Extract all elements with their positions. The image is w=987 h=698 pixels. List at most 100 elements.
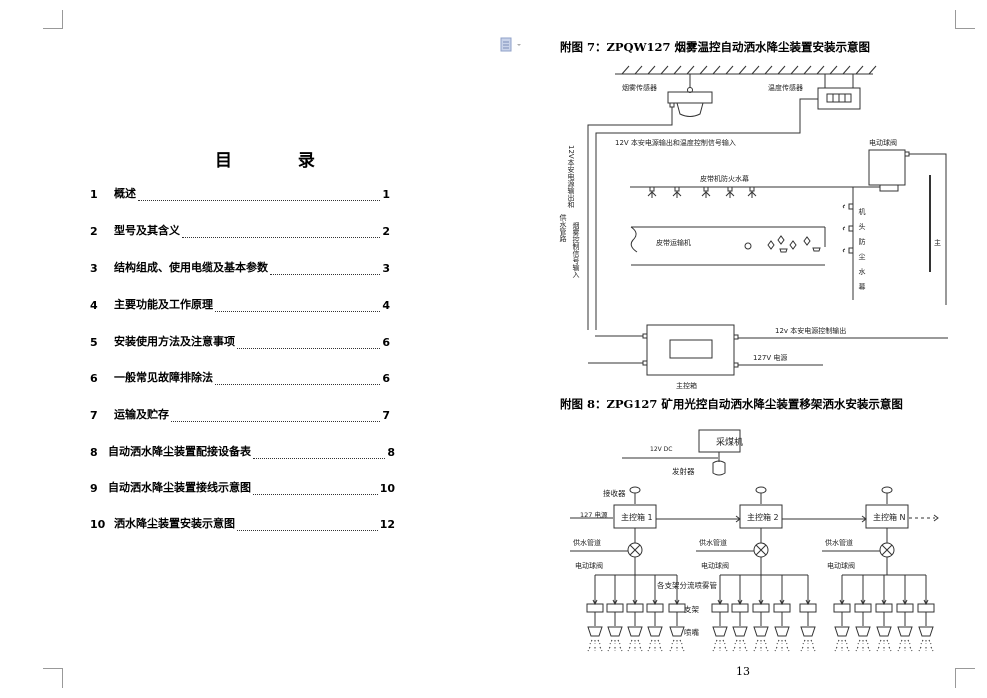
nozzle bbox=[674, 186, 680, 192]
figure8-labels: 采煤机 12V DC 发射器 接收器 127 电源 各支架分流喷雾管 支架 喷嘴 bbox=[580, 436, 743, 637]
main-control-box bbox=[646, 324, 735, 376]
toc-item[interactable]: 5 安装使用方法及注意事项 6 bbox=[90, 333, 390, 349]
toc-item-page: 8 bbox=[387, 446, 395, 459]
ball-valve-label: 电动球阀 bbox=[701, 561, 729, 570]
crop-mark bbox=[62, 10, 63, 29]
main-label: 主 bbox=[934, 238, 941, 247]
nozzle-icon bbox=[834, 626, 850, 637]
main-control-box-label: 主控箱 1 bbox=[621, 512, 653, 522]
head-curtain-label: 机头防尘水幕 bbox=[858, 207, 866, 298]
toc-item-number: 9 bbox=[90, 482, 98, 495]
transmitter bbox=[712, 460, 726, 476]
crop-mark bbox=[955, 28, 975, 29]
nozzle-icon bbox=[712, 626, 728, 637]
figure7-labels: 烟雾传感器 温度传感器 12V 本安电源输出和温度控制信号输入 电动球阀 皮带机… bbox=[559, 83, 941, 390]
toc-title-right: 录 bbox=[297, 151, 315, 171]
support-label: 支架 bbox=[684, 604, 699, 614]
toc-item[interactable]: 4 主要功能及工作原理 4 bbox=[90, 296, 390, 312]
toc-item-label: 一般常见故障排除法 bbox=[114, 371, 213, 384]
toc-leader-dots bbox=[171, 411, 381, 422]
crop-mark bbox=[62, 668, 63, 688]
toc-leader-dots bbox=[237, 520, 378, 531]
receiver-icon bbox=[629, 486, 641, 494]
toc-item-number: 1 bbox=[90, 188, 98, 201]
control-output-label: 12v 本安电源控制输出 bbox=[775, 326, 846, 335]
smoke-sensor-label: 烟雾传感器 bbox=[622, 83, 657, 92]
toc-item-number: 2 bbox=[90, 225, 98, 238]
support-box bbox=[833, 603, 851, 613]
support-box bbox=[752, 603, 770, 613]
nozzle-icon bbox=[855, 626, 871, 637]
ceiling-hatch bbox=[621, 65, 877, 75]
toc-leader-dots bbox=[215, 374, 381, 385]
toc-item-number: 10 bbox=[90, 518, 106, 531]
smoke-sensor bbox=[667, 91, 713, 104]
toc-item[interactable]: 9 自动洒水降尘装置接线示意图 10 bbox=[90, 479, 395, 495]
support-box bbox=[854, 603, 872, 613]
toc-item-label: 运输及贮存 bbox=[114, 408, 169, 421]
toc-item-page: 2 bbox=[382, 225, 390, 238]
nozzle-icon bbox=[587, 626, 603, 637]
support-box bbox=[646, 603, 664, 613]
document-icon[interactable] bbox=[500, 37, 524, 53]
figure7-diagram bbox=[587, 65, 948, 376]
nozzle-icon bbox=[627, 626, 643, 637]
shearer-label: 采煤机 bbox=[716, 436, 743, 448]
receiver-icon bbox=[755, 486, 767, 494]
smoke-sensor-dome bbox=[676, 102, 704, 117]
toc-leader-dots bbox=[138, 190, 381, 201]
nozzle bbox=[727, 186, 733, 192]
transmitter-label: 发射器 bbox=[672, 466, 695, 476]
ball-valve-label: 电动球阀 bbox=[827, 561, 855, 570]
nozzle-icon bbox=[732, 626, 748, 637]
power-127-label: 127 电源 bbox=[580, 510, 608, 519]
nozzle bbox=[649, 186, 655, 192]
nozzle bbox=[848, 203, 854, 210]
support-box bbox=[711, 603, 729, 613]
toc-title: 目 录 bbox=[215, 146, 315, 171]
conveyor-break bbox=[630, 226, 638, 253]
toc-leader-dots bbox=[253, 448, 386, 459]
temp-sensor-label: 温度传感器 bbox=[768, 83, 803, 92]
toc-item-page: 4 bbox=[382, 299, 390, 312]
toc-item-label: 安装使用方法及注意事项 bbox=[114, 335, 235, 348]
nozzle bbox=[703, 186, 709, 192]
toc-item-page: 10 bbox=[379, 482, 395, 495]
toc-leader-dots bbox=[237, 338, 381, 349]
support-box bbox=[668, 603, 686, 613]
support-box bbox=[606, 603, 624, 613]
receiver-icon bbox=[881, 486, 893, 494]
toc-item-number: 3 bbox=[90, 262, 98, 275]
toc-leader-dots bbox=[270, 264, 381, 275]
support-box bbox=[731, 603, 749, 613]
nozzle-icon bbox=[774, 626, 790, 637]
branch-pipe-label: 各支架分流喷雾管 bbox=[657, 580, 717, 590]
nozzle-icon bbox=[669, 626, 685, 637]
toc-item-page: 6 bbox=[382, 336, 390, 349]
toc-item-number: 5 bbox=[90, 336, 98, 349]
nozzle-icon bbox=[647, 626, 663, 637]
nozzle-icon bbox=[918, 626, 934, 637]
main-control-box-label: 主控箱 N bbox=[873, 512, 906, 522]
fire-curtain-nozzles bbox=[647, 186, 757, 198]
toc-leader-dots bbox=[253, 484, 378, 495]
toc-item-label: 自动洒水降尘装置配接设备表 bbox=[108, 445, 251, 458]
head-curtain-nozzles bbox=[842, 203, 854, 254]
toc-item-label: 主要功能及工作原理 bbox=[114, 298, 213, 311]
toc-item-number: 4 bbox=[90, 299, 98, 312]
toc-item-page: 12 bbox=[379, 518, 395, 531]
crop-mark bbox=[955, 668, 956, 688]
toc-item-label: 自动洒水降尘装置接线示意图 bbox=[108, 481, 251, 494]
toc-item-number: 7 bbox=[90, 409, 98, 422]
